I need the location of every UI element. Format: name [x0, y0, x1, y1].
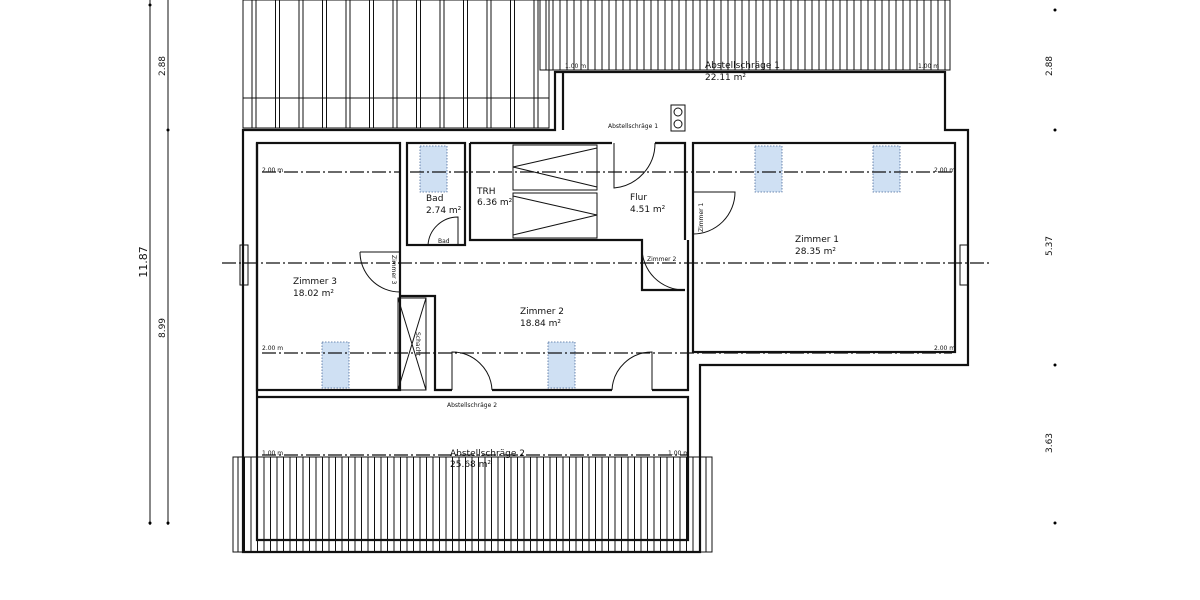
area-zimmer3: 18.02 m² — [293, 289, 334, 299]
room-trh-walls — [468, 141, 687, 292]
roof-hatch-top-left — [242, 0, 550, 129]
svg-text:Schacht: Schacht — [414, 332, 421, 357]
skylight-window — [321, 341, 350, 389]
doors — [359, 142, 736, 391]
svg-text:2.88: 2.88 — [1045, 56, 1055, 76]
label-flur: Flur — [630, 193, 647, 203]
svg-text:5.37: 5.37 — [1045, 236, 1055, 256]
window-left — [239, 244, 249, 286]
label-trh: TRH — [476, 187, 496, 197]
height-mark: 1.00 m — [565, 63, 586, 70]
height-mark: 2.00 m — [934, 167, 955, 174]
door-bad: Bad — [438, 238, 450, 245]
dimension-left: 2.88 11.87 8.99 — [137, 0, 170, 525]
height-mark: 2.00 m — [934, 345, 955, 352]
height-mark: 1.00 m — [668, 450, 689, 457]
label-bad: Bad — [426, 194, 443, 204]
roof-hatch-top-right — [539, 0, 951, 71]
room-labels: Abstellschräge 1 22.11 m² Abstellschräge… — [293, 61, 839, 470]
room-zimmer2-walls — [400, 240, 690, 392]
height-mark: 2.00 m — [262, 167, 283, 174]
dimension-right: 2.88 5.37 3.63 — [1045, 8, 1057, 525]
skylights — [321, 145, 901, 389]
skylight-window — [872, 145, 901, 193]
room-zimmer1-walls — [691, 141, 957, 354]
shaft: Schacht — [397, 297, 427, 391]
door-abstell1: Abstellschräge 1 — [608, 123, 658, 130]
label-abstell1: Abstellschräge 1 — [705, 61, 780, 71]
area-flur: 4.51 m² — [630, 205, 666, 215]
height-mark: 1.00 m — [918, 63, 939, 70]
area-trh: 6.36 m² — [477, 198, 513, 208]
area-bad: 2.74 m² — [426, 206, 462, 216]
door-zimmer3: Zimmer 3 — [390, 255, 397, 285]
inner-outline — [255, 72, 690, 542]
label-zimmer3: Zimmer 3 — [293, 277, 337, 287]
label-abstell2: Abstellschräge 2 — [450, 449, 525, 459]
svg-text:11.87: 11.87 — [137, 246, 150, 278]
room-bad-walls — [405, 141, 467, 247]
area-abstell2: 25.68 m² — [450, 460, 491, 470]
roof-hatch-bottom — [232, 456, 713, 553]
staircase — [512, 144, 598, 239]
area-zimmer1: 28.35 m² — [795, 247, 836, 257]
door-zimmer1: Zimmer 1 — [698, 202, 705, 232]
skylight-window — [754, 145, 783, 193]
label-zimmer1: Zimmer 1 — [795, 235, 839, 245]
door-zimmer2: Zimmer 2 — [647, 256, 677, 263]
area-abstell1: 22.11 m² — [705, 73, 746, 83]
outer-wall — [241, 70, 970, 554]
height-mark: 2.00 m — [262, 345, 283, 352]
skylight-window — [419, 145, 448, 193]
chimney — [670, 104, 686, 132]
area-zimmer2: 18.84 m² — [520, 319, 561, 329]
window-right — [959, 244, 969, 286]
skylight-window — [547, 341, 576, 389]
svg-text:8.99: 8.99 — [158, 318, 168, 338]
svg-text:3.63: 3.63 — [1045, 433, 1055, 453]
height-mark: 1.00 m — [262, 450, 283, 457]
door-abstell2: Abstellschräge 2 — [447, 402, 497, 409]
label-zimmer2: Zimmer 2 — [520, 307, 564, 317]
svg-text:2.88: 2.88 — [158, 56, 168, 76]
